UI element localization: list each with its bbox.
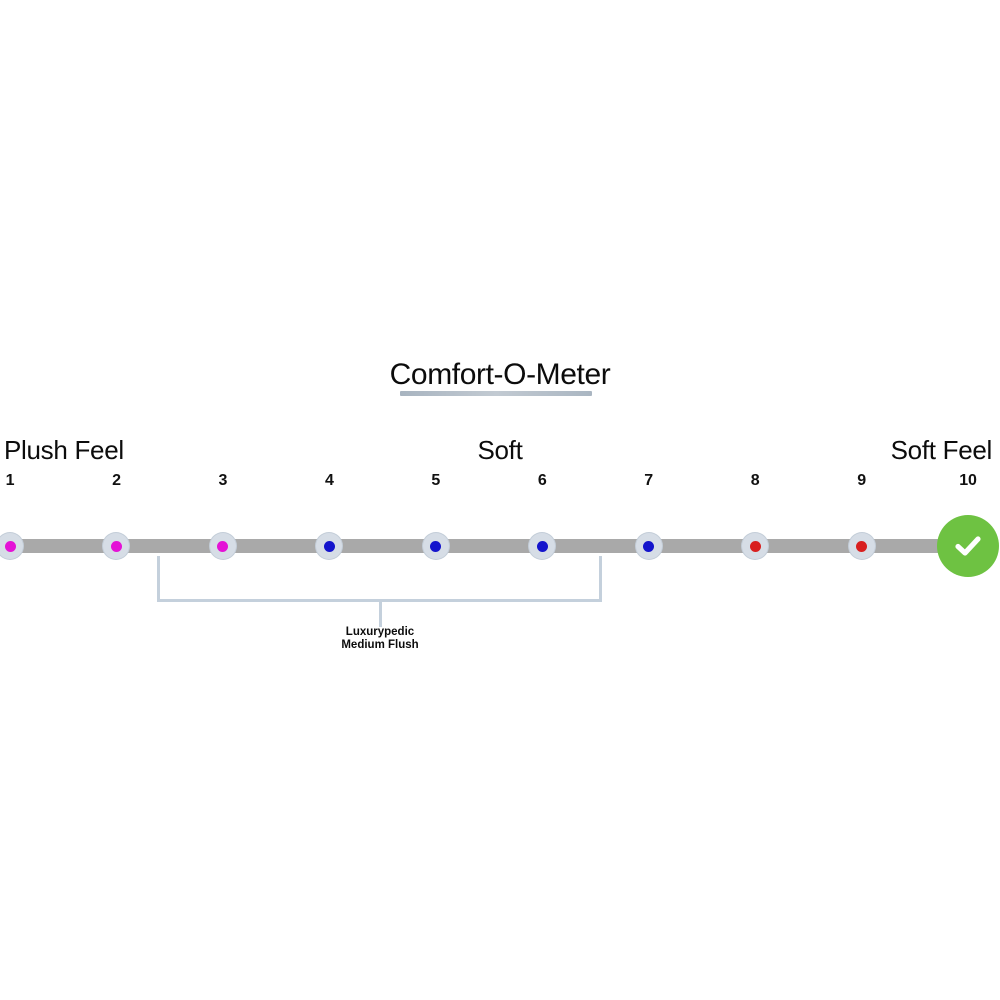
- scale-marker-core: [4, 540, 16, 552]
- scale-tick-5: 5: [431, 472, 441, 489]
- scale-marker-3[interactable]: [209, 533, 236, 559]
- scale-tick-labels: 1 2 3 4 5 6 7 8 9 10: [0, 472, 1000, 494]
- zone-label-right: Soft Feel: [890, 435, 993, 465]
- scale-tick-10: 10: [959, 472, 977, 489]
- scale-marker-8[interactable]: [742, 533, 769, 559]
- scale-tick-4: 4: [324, 472, 334, 489]
- scale-tick-9: 9: [857, 472, 866, 489]
- scale-tick-8: 8: [750, 472, 760, 489]
- scale-marker-6[interactable]: [529, 533, 556, 559]
- annotation-label: Luxurypedic Medium Flush: [280, 626, 480, 652]
- scale-tick-1: 1: [5, 472, 15, 489]
- scale-tick-7: 7: [644, 472, 654, 489]
- scale-marker-9[interactable]: [848, 533, 875, 559]
- scale-tick-6: 6: [537, 472, 547, 489]
- check-icon: [955, 536, 981, 556]
- scale-marker-core: [536, 540, 548, 552]
- scale-marker-7[interactable]: [635, 533, 662, 559]
- scale-marker-2[interactable]: [103, 533, 130, 559]
- annotation-bracket: [157, 556, 602, 602]
- scale-marker-core: [217, 540, 229, 552]
- scale-marker-core: [430, 540, 442, 552]
- zone-label-left: Plush Feel: [4, 435, 124, 465]
- zone-label-center: Soft: [477, 435, 523, 465]
- page-title: Comfort-O-Meter: [389, 358, 611, 391]
- scale-tick-2: 2: [112, 472, 121, 489]
- scale-marker-core: [856, 540, 868, 552]
- scale-marker-core: [323, 540, 335, 552]
- scale-marker-core: [749, 540, 761, 552]
- scale-marker-10-selected[interactable]: [937, 515, 999, 577]
- scale-tick-3: 3: [218, 472, 228, 489]
- scale-marker-5[interactable]: [422, 533, 449, 559]
- title-underline-rule: [400, 391, 592, 396]
- scale-marker-core: [110, 540, 122, 552]
- scale-marker-4[interactable]: [316, 533, 343, 559]
- annotation-line-2: Medium Flush: [341, 639, 419, 651]
- scale-marker-1[interactable]: [0, 533, 23, 559]
- comfort-scale-track[interactable]: [8, 539, 948, 553]
- annotation-bracket-stem: [379, 600, 382, 627]
- scale-marker-core: [643, 540, 655, 552]
- annotation-line-1: Luxurypedic: [345, 626, 415, 638]
